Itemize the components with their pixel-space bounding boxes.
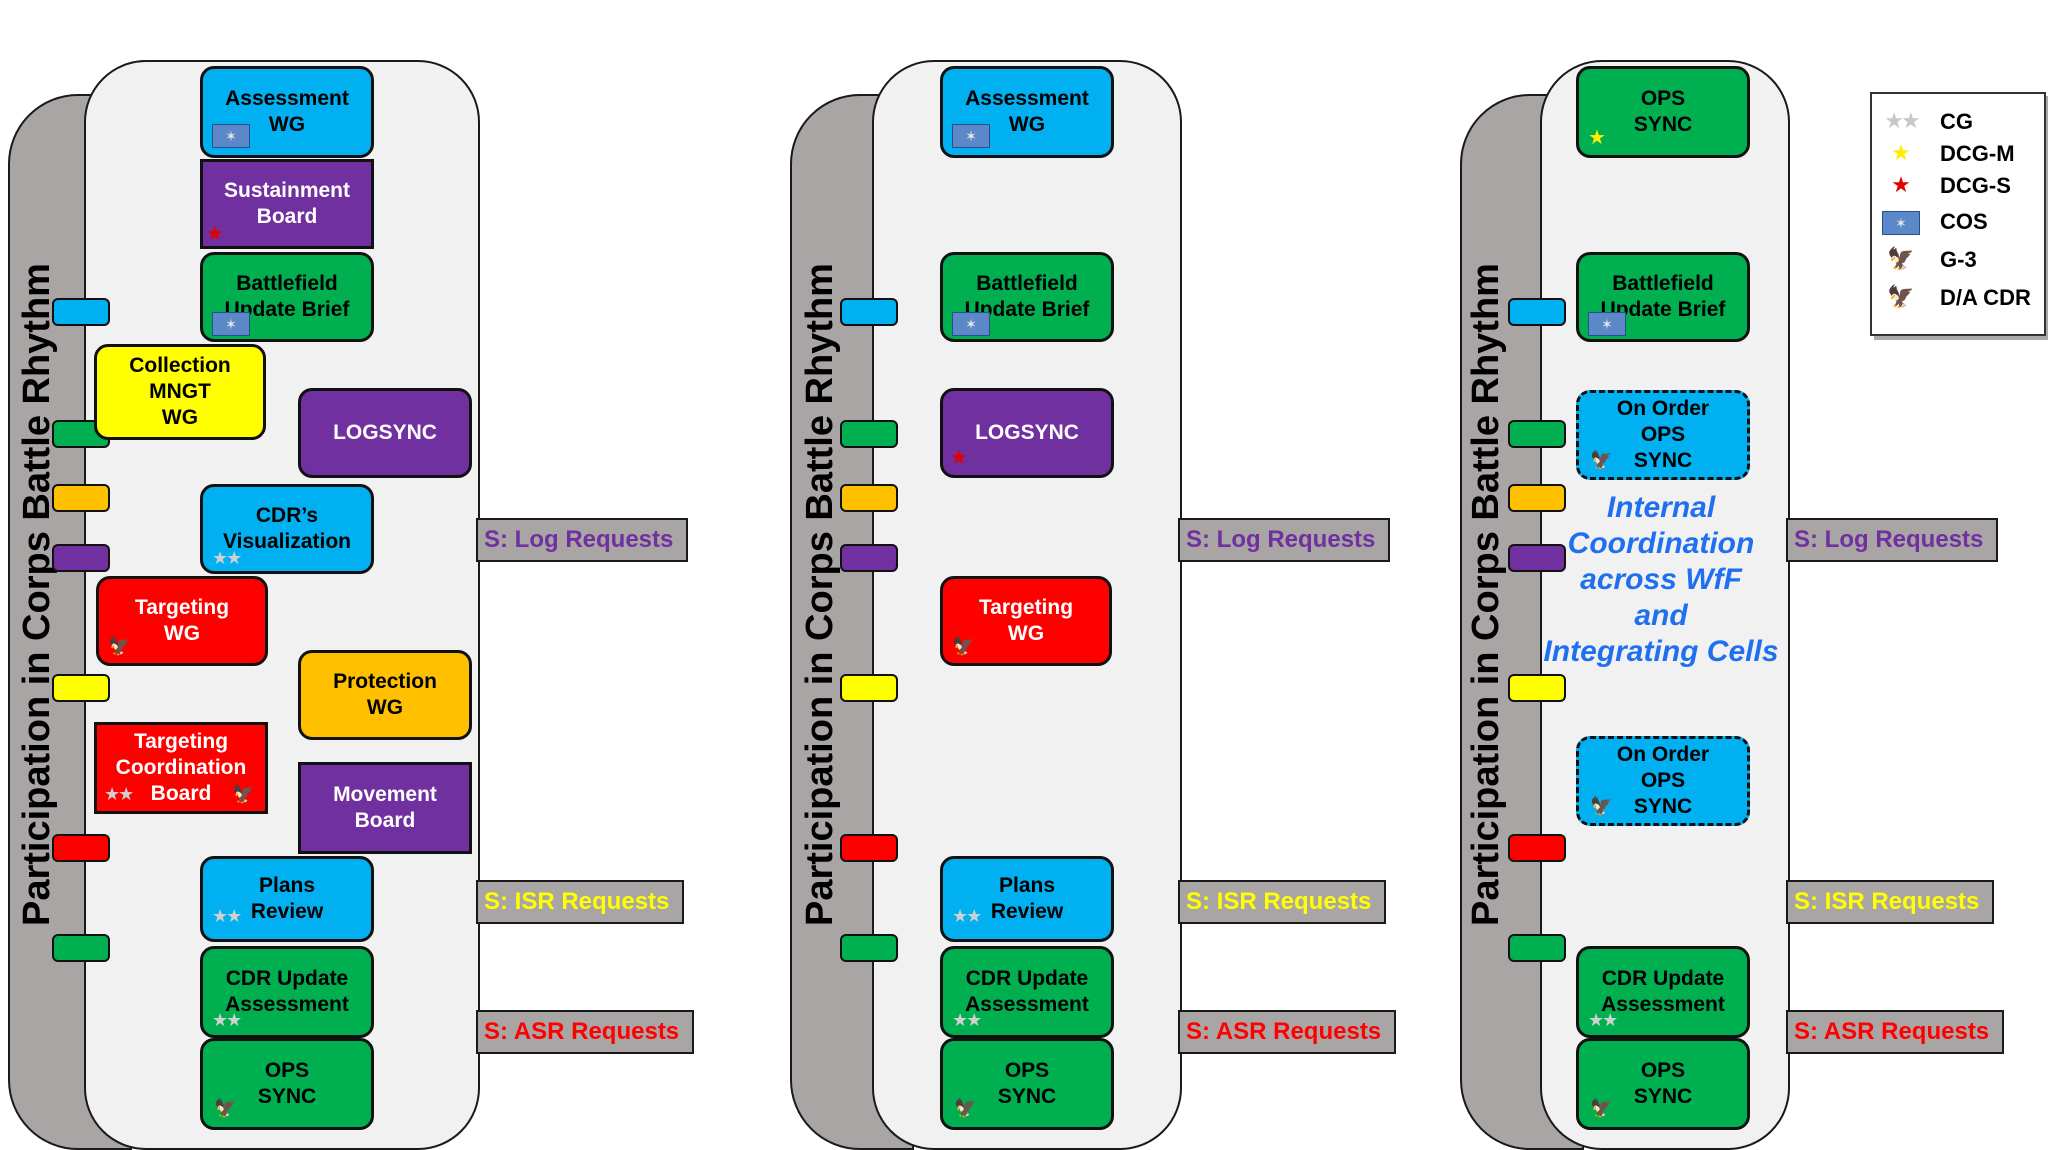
side-label: Participation in Corps Battle Rhythm [799, 263, 841, 926]
silver-eagle-icon: 🦅 [1590, 796, 1613, 816]
cos-icon: ✶ [952, 312, 990, 336]
isr-requests-bar: S: ISR Requests [476, 880, 684, 924]
tab-orange [52, 484, 110, 512]
red-star-icon: ★ [1891, 172, 1911, 197]
isr-requests-bar: S: ISR Requests [1786, 880, 1994, 924]
cos-icon: ✶ [1588, 312, 1626, 336]
on-order-ops-sync-box[interactable]: On Order OPS SYNC [1576, 736, 1750, 826]
cdr-update-assessment-box[interactable]: CDR Update Assessment [200, 946, 374, 1038]
tab-green [1508, 934, 1566, 962]
black-eagle-icon: 🦅 [108, 636, 131, 656]
tab-blue [1508, 298, 1566, 326]
protection-wg-box[interactable]: Protection WG [298, 650, 472, 740]
cg-stars-icon: ★★ [212, 548, 242, 568]
ops-sync-box[interactable]: OPS SYNC [940, 1038, 1114, 1130]
tab-red [840, 834, 898, 862]
log-requests-bar: S: Log Requests [1786, 518, 1998, 562]
cg-stars-icon: ★★ [212, 1010, 242, 1030]
log-requests-bar: S: Log Requests [1178, 518, 1390, 562]
logsync-box[interactable]: LOGSYNC [298, 388, 472, 478]
sustainment-board-box[interactable]: Sustainment Board [200, 159, 374, 249]
asr-requests-bar: S: ASR Requests [1178, 1010, 1396, 1054]
silver-eagle-icon: 🦅 [1887, 246, 1915, 271]
tab-orange [1508, 484, 1566, 512]
cg-stars-icon: ★★ [212, 906, 242, 926]
ops-sync-top-box[interactable]: OPS SYNC [1576, 66, 1750, 158]
side-label: Participation in Corps Battle Rhythm [16, 263, 58, 926]
legend-row-da-cdr: 🦅 D/A CDR [1872, 282, 2044, 314]
tab-yellow [1508, 674, 1566, 702]
on-order-ops-sync-box[interactable]: On Order OPS SYNC [1576, 390, 1750, 480]
cg-stars-icon: ★★ [1588, 1010, 1618, 1030]
tab-purple [840, 544, 898, 572]
legend-row-cos: ✶ COS [1872, 206, 2044, 238]
ops-sync-box[interactable]: OPS SYNC [1576, 1038, 1750, 1130]
red-star-icon: ★ [206, 223, 224, 245]
legend-label: G-3 [1940, 247, 1977, 272]
tab-yellow [840, 674, 898, 702]
yellow-star-icon: ★ [1891, 140, 1911, 165]
plans-review-box[interactable]: Plans Review [940, 856, 1114, 942]
plans-review-box[interactable]: Plans Review [200, 856, 374, 942]
targeting-wg-box[interactable]: Targeting WG [96, 576, 268, 666]
collection-mngt-wg-box[interactable]: Collection MNGT WG [94, 344, 266, 440]
battlefield-update-brief-box[interactable]: Battlefield Update Brief [200, 252, 374, 342]
legend-row-dcg-s: ★ DCG-S [1872, 170, 2044, 202]
silver-eagle-icon: 🦅 [1590, 450, 1613, 470]
tab-purple [52, 544, 110, 572]
black-eagle-icon: 🦅 [232, 784, 255, 804]
asr-requests-bar: S: ASR Requests [476, 1010, 694, 1054]
targeting-coordination-board-box[interactable]: Targeting Coordination Board [94, 722, 268, 814]
legend-row-cg: ★★ CG [1872, 106, 2044, 138]
legend-label: DCG-S [1940, 173, 2011, 198]
silver-eagle-icon: 🦅 [1590, 1098, 1613, 1118]
tab-purple [1508, 544, 1566, 572]
movement-board-box[interactable]: Movement Board [298, 762, 472, 854]
cdr-update-assessment-box[interactable]: CDR Update Assessment [940, 946, 1114, 1038]
tab-green [52, 934, 110, 962]
targeting-wg-box[interactable]: Targeting WG [940, 576, 1112, 666]
cg-stars-icon: ★★ [952, 1010, 982, 1030]
legend-row-dcg-m: ★ DCG-M [1872, 138, 2044, 170]
cos-insignia-icon: ✶ [1880, 208, 1922, 235]
isr-requests-bar: S: ISR Requests [1178, 880, 1386, 924]
cos-icon: ✶ [212, 124, 250, 148]
cos-icon: ✶ [212, 312, 250, 336]
cos-icon: ✶ [952, 124, 990, 148]
tab-blue [52, 298, 110, 326]
tab-green [1508, 420, 1566, 448]
tab-blue [840, 298, 898, 326]
red-star-icon: ★ [950, 447, 968, 469]
tab-red [1508, 834, 1566, 862]
side-label: Participation in Corps Battle Rhythm [1465, 263, 1507, 926]
tab-green [840, 934, 898, 962]
legend-label: DCG-M [1940, 141, 2015, 166]
tab-green [840, 420, 898, 448]
silver-eagle-icon: 🦅 [954, 1098, 977, 1118]
cdr-update-assessment-box[interactable]: CDR Update Assessment [1576, 946, 1750, 1038]
legend-label: D/A CDR [1940, 285, 2031, 310]
legend-label: COS [1940, 209, 1988, 234]
two-silver-stars-icon: ★★ [1884, 108, 1920, 133]
legend-label: CG [1940, 109, 1973, 134]
cg-stars-icon: ★★ [952, 906, 982, 926]
tab-orange [840, 484, 898, 512]
log-requests-bar: S: Log Requests [476, 518, 688, 562]
ops-sync-box[interactable]: OPS SYNC [200, 1038, 374, 1130]
black-eagle-icon: 🦅 [1887, 284, 1915, 309]
silver-eagle-icon: 🦅 [214, 1098, 237, 1118]
legend: ★★ CG ★ DCG-M ★ DCG-S ✶ COS 🦅 G-3 🦅 D/A … [1870, 92, 2046, 336]
logsync-box[interactable]: LOGSYNC [940, 388, 1114, 478]
asr-requests-bar: S: ASR Requests [1786, 1010, 2004, 1054]
cdr-visualization-box[interactable]: CDR’s Visualization [200, 484, 374, 574]
internal-coordination-text: Internal Coordination across WfF and Int… [1543, 491, 1779, 668]
legend-row-g3: 🦅 G-3 [1872, 244, 2044, 276]
yellow-star-icon: ★ [1588, 127, 1606, 149]
cg-stars-icon: ★★ [104, 784, 134, 804]
tab-red [52, 834, 110, 862]
tab-yellow [52, 674, 110, 702]
black-eagle-icon: 🦅 [952, 636, 975, 656]
